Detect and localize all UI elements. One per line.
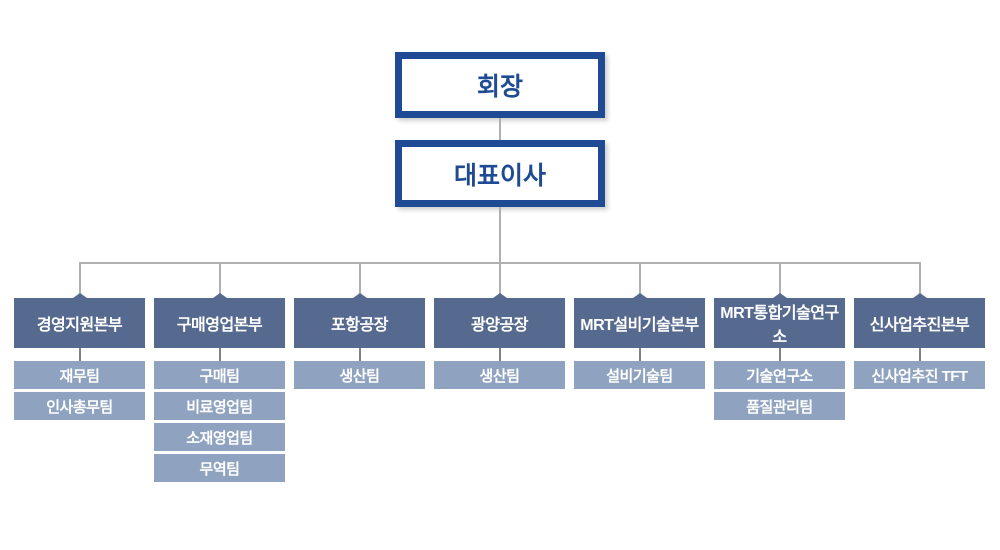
team-box: 기술연구소 [714,361,845,389]
chairman-label: 회장 [476,73,523,101]
team-box: 생산팀 [434,361,565,389]
team-label: 품질관리팀 [746,398,813,416]
department-box: 신사업추진본부 [854,293,985,348]
team-label: 설비기술팀 [606,367,673,385]
connector-drop-2 [219,262,221,298]
team-label: 기술연구소 [746,367,813,385]
connector-dept-teams [358,348,361,361]
department-column-6: MRT통합기술연구소 기술연구소 품질관리팀 [714,293,845,423]
department-column-2: 구매영업본부 구매팀 비료영업팀 소재영업팀 무역팀 [154,293,285,485]
connector-drop-7 [919,262,921,298]
department-box: 포항공장 [294,293,425,348]
connector-drop-3 [359,262,361,298]
team-box: 구매팀 [154,361,285,389]
team-box: 품질관리팀 [714,392,845,420]
team-label: 생산팀 [479,367,520,385]
team-label: 신사업추진 TFT [871,367,968,385]
arrow-up-notch-icon [772,293,787,298]
team-box: 비료영업팀 [154,392,285,420]
connector-drop-1 [79,262,81,298]
team-label: 무역팀 [199,460,240,478]
team-box: 소재영업팀 [154,423,285,451]
team-box: 무역팀 [154,454,285,482]
department-column-5: MRT설비기술본부 설비기술팀 [574,293,705,392]
connector-dept-teams [918,348,921,361]
team-label: 생산팀 [339,367,380,385]
department-box: MRT통합기술연구소 [714,293,845,348]
department-label: 경영지원본부 [36,317,123,334]
connector-dept-teams [78,348,81,361]
department-box: 광양공장 [434,293,565,348]
department-label: MRT통합기술연구소 [720,305,839,346]
department-column-7: 신사업추진본부 신사업추진 TFT [854,293,985,392]
department-label: 신사업추진본부 [869,317,970,334]
connector-drop-6 [779,262,781,298]
ceo-box: 대표이사 [395,140,605,207]
connector-drop-5 [639,262,641,298]
department-column-1: 경영지원본부 재무팀 인사총무팀 [14,293,145,423]
department-box: 구매영업본부 [154,293,285,348]
arrow-up-notch-icon [352,293,367,298]
connector-dept-teams [638,348,641,361]
team-box: 설비기술팀 [574,361,705,389]
chairman-box: 회장 [395,52,605,118]
connector-dept-teams [778,348,781,361]
arrow-up-notch-icon [72,293,87,298]
department-label: MRT설비기술본부 [580,317,699,334]
arrow-up-notch-icon [212,293,227,298]
department-column-4: 광양공장 생산팀 [434,293,565,392]
department-label: 광양공장 [471,317,528,334]
connector-ceo-bus [499,207,501,263]
team-label: 비료영업팀 [186,398,253,416]
connector-drop-4 [499,262,501,298]
department-label: 구매영업본부 [176,317,263,334]
team-box: 재무팀 [14,361,145,389]
team-label: 재무팀 [59,367,100,385]
team-label: 구매팀 [199,367,240,385]
arrow-up-notch-icon [492,293,507,298]
department-box: MRT설비기술본부 [574,293,705,348]
team-label: 인사총무팀 [46,398,113,416]
team-box: 신사업추진 TFT [854,361,985,389]
connector-chairman-ceo [499,118,501,140]
connector-dept-teams [218,348,221,361]
department-column-3: 포항공장 생산팀 [294,293,425,392]
arrow-up-notch-icon [632,293,647,298]
department-label: 포항공장 [331,317,388,334]
team-box: 인사총무팀 [14,392,145,420]
team-box: 생산팀 [294,361,425,389]
arrow-up-notch-icon [912,293,927,298]
team-label: 소재영업팀 [186,429,253,447]
department-box: 경영지원본부 [14,293,145,348]
ceo-label: 대표이사 [453,161,546,190]
connector-dept-teams [498,348,501,361]
